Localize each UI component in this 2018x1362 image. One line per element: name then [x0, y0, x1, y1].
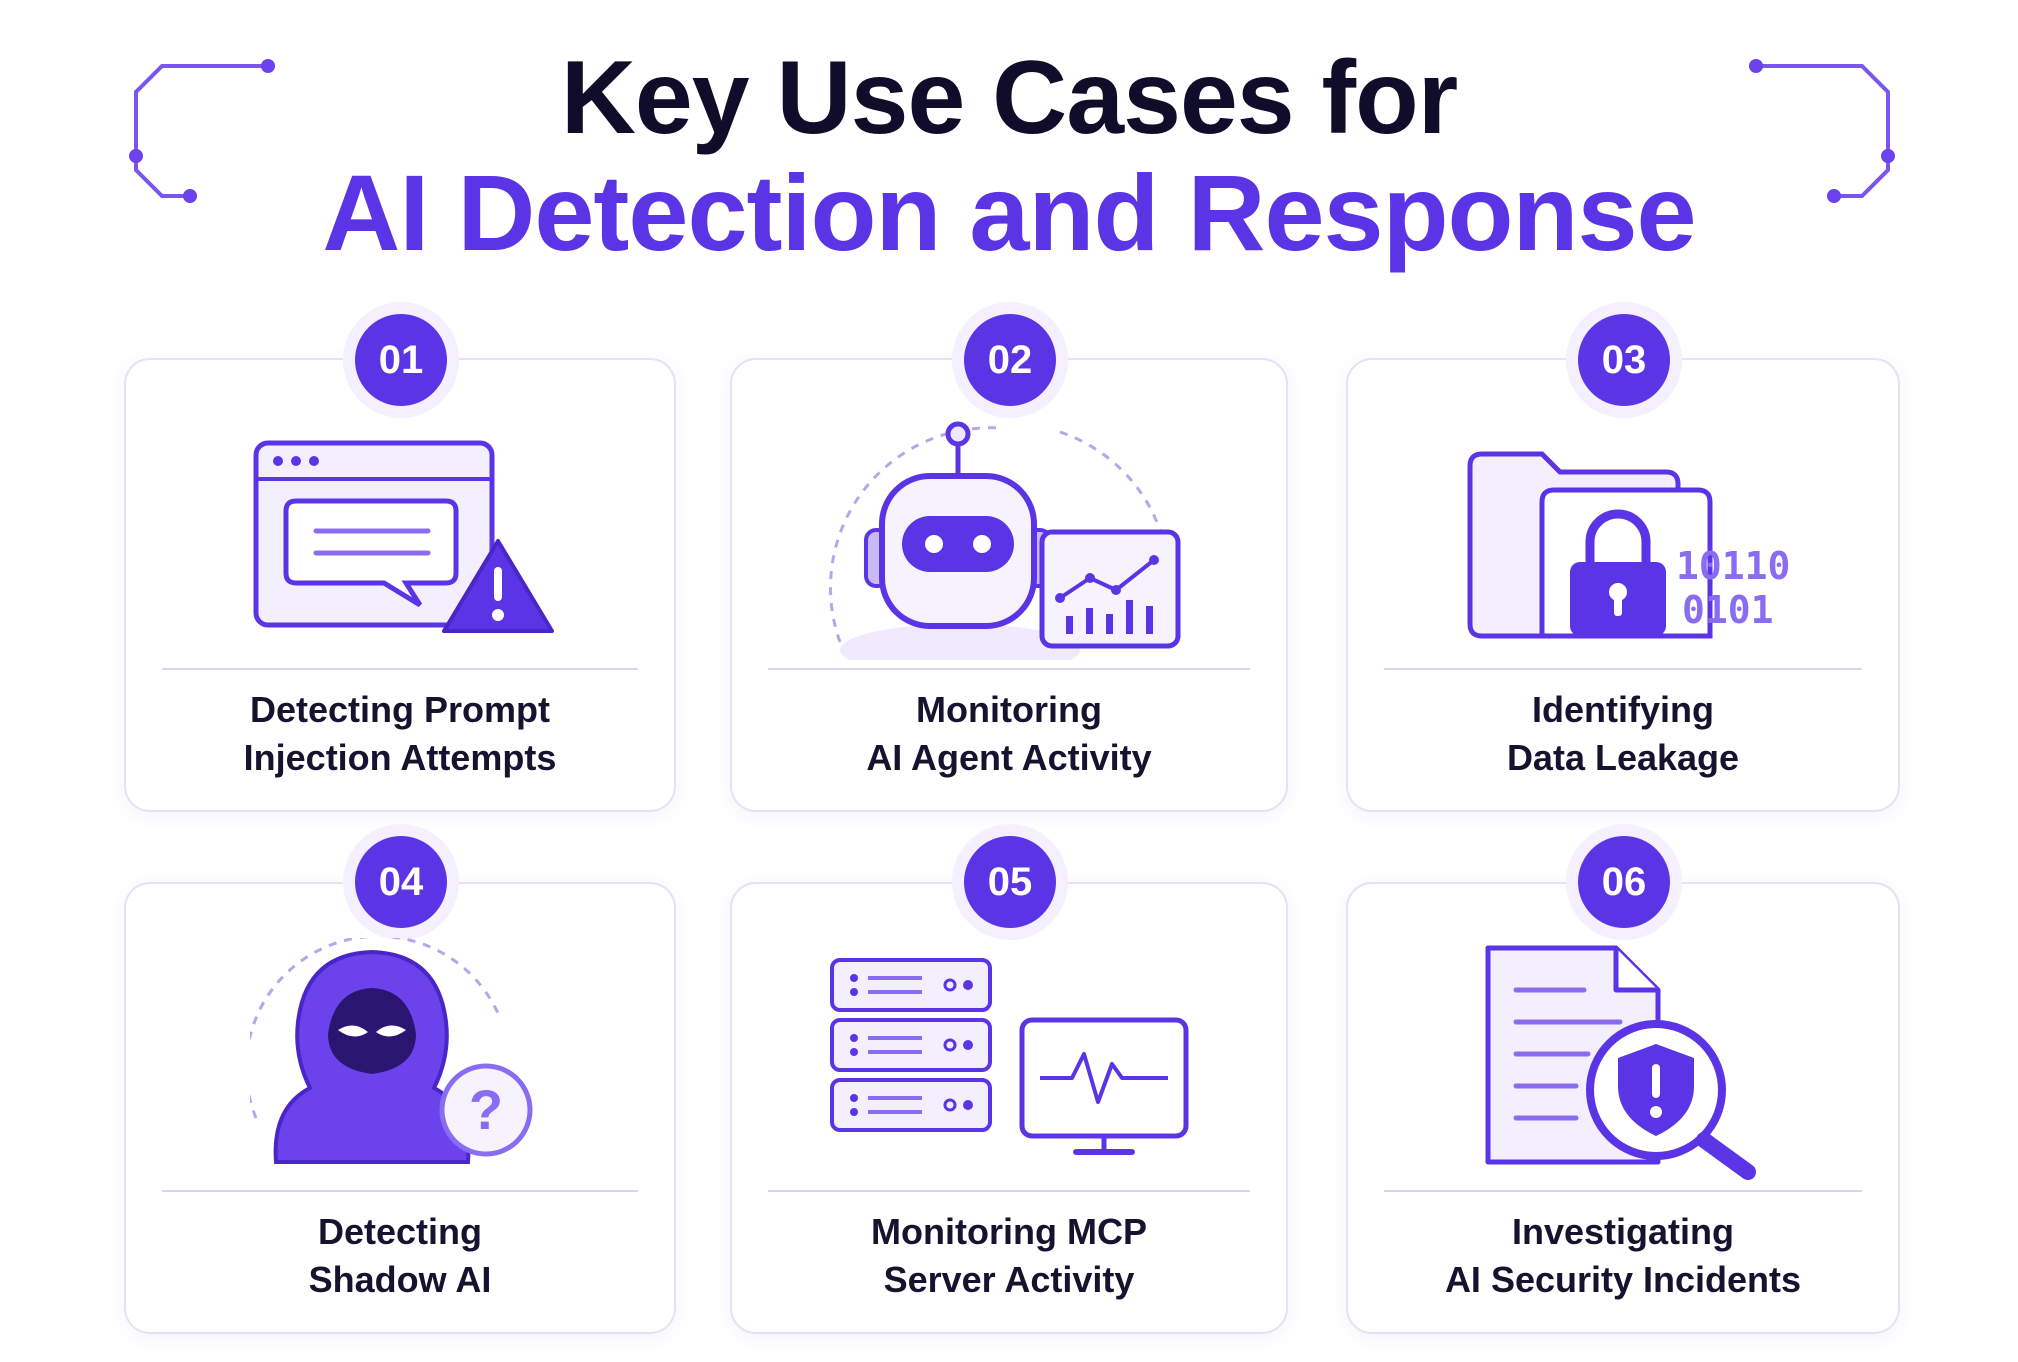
- card-divider: [1384, 668, 1862, 670]
- question-mark-icon: ?: [468, 1078, 504, 1141]
- document-magnifier-icon: [1485, 945, 1756, 1180]
- card-label: Monitoring MCP Server Activity: [871, 1211, 1147, 1300]
- card-label: Detecting Prompt Injection Attempts: [243, 689, 557, 778]
- robot-chart-icon: [829, 421, 1181, 660]
- card-divider: [768, 668, 1250, 670]
- card-label: Investigating AI Security Incidents: [1444, 1211, 1802, 1300]
- card-number-badge: 03: [1578, 314, 1670, 406]
- hooded-figure-icon: [250, 938, 533, 1164]
- corner-bracket-left-icon: [129, 59, 275, 203]
- card-divider: [162, 1190, 638, 1192]
- card-label: Detecting Shadow AI: [308, 1211, 492, 1300]
- card-number-badge: 04: [355, 836, 447, 928]
- prompt-warning-icon: [253, 440, 554, 633]
- card-number-badge: 06: [1578, 836, 1670, 928]
- folder-lock-icon: [1467, 451, 1713, 639]
- card-label: Identifying Data Leakage: [1506, 689, 1740, 778]
- page-title: Key Use Cases for: [560, 40, 1458, 156]
- use-case-card-05: [730, 882, 1288, 1334]
- page-subtitle: AI Detection and Response: [322, 152, 1696, 273]
- server-monitor-icon: [830, 958, 1189, 1155]
- card-number-badge: 01: [355, 314, 447, 406]
- card-label: Monitoring AI Agent Activity: [866, 689, 1152, 778]
- card-divider: [1384, 1190, 1862, 1192]
- corner-bracket-right-icon: [1749, 59, 1895, 203]
- card-number-badge: 05: [964, 836, 1056, 928]
- binary-text: 10110 0101: [1676, 544, 1791, 632]
- card-divider: [768, 1190, 1250, 1192]
- card-divider: [162, 668, 638, 670]
- page-header: Key Use Cases for AI Detection and Respo…: [0, 0, 2018, 290]
- card-number-badge: 02: [964, 314, 1056, 406]
